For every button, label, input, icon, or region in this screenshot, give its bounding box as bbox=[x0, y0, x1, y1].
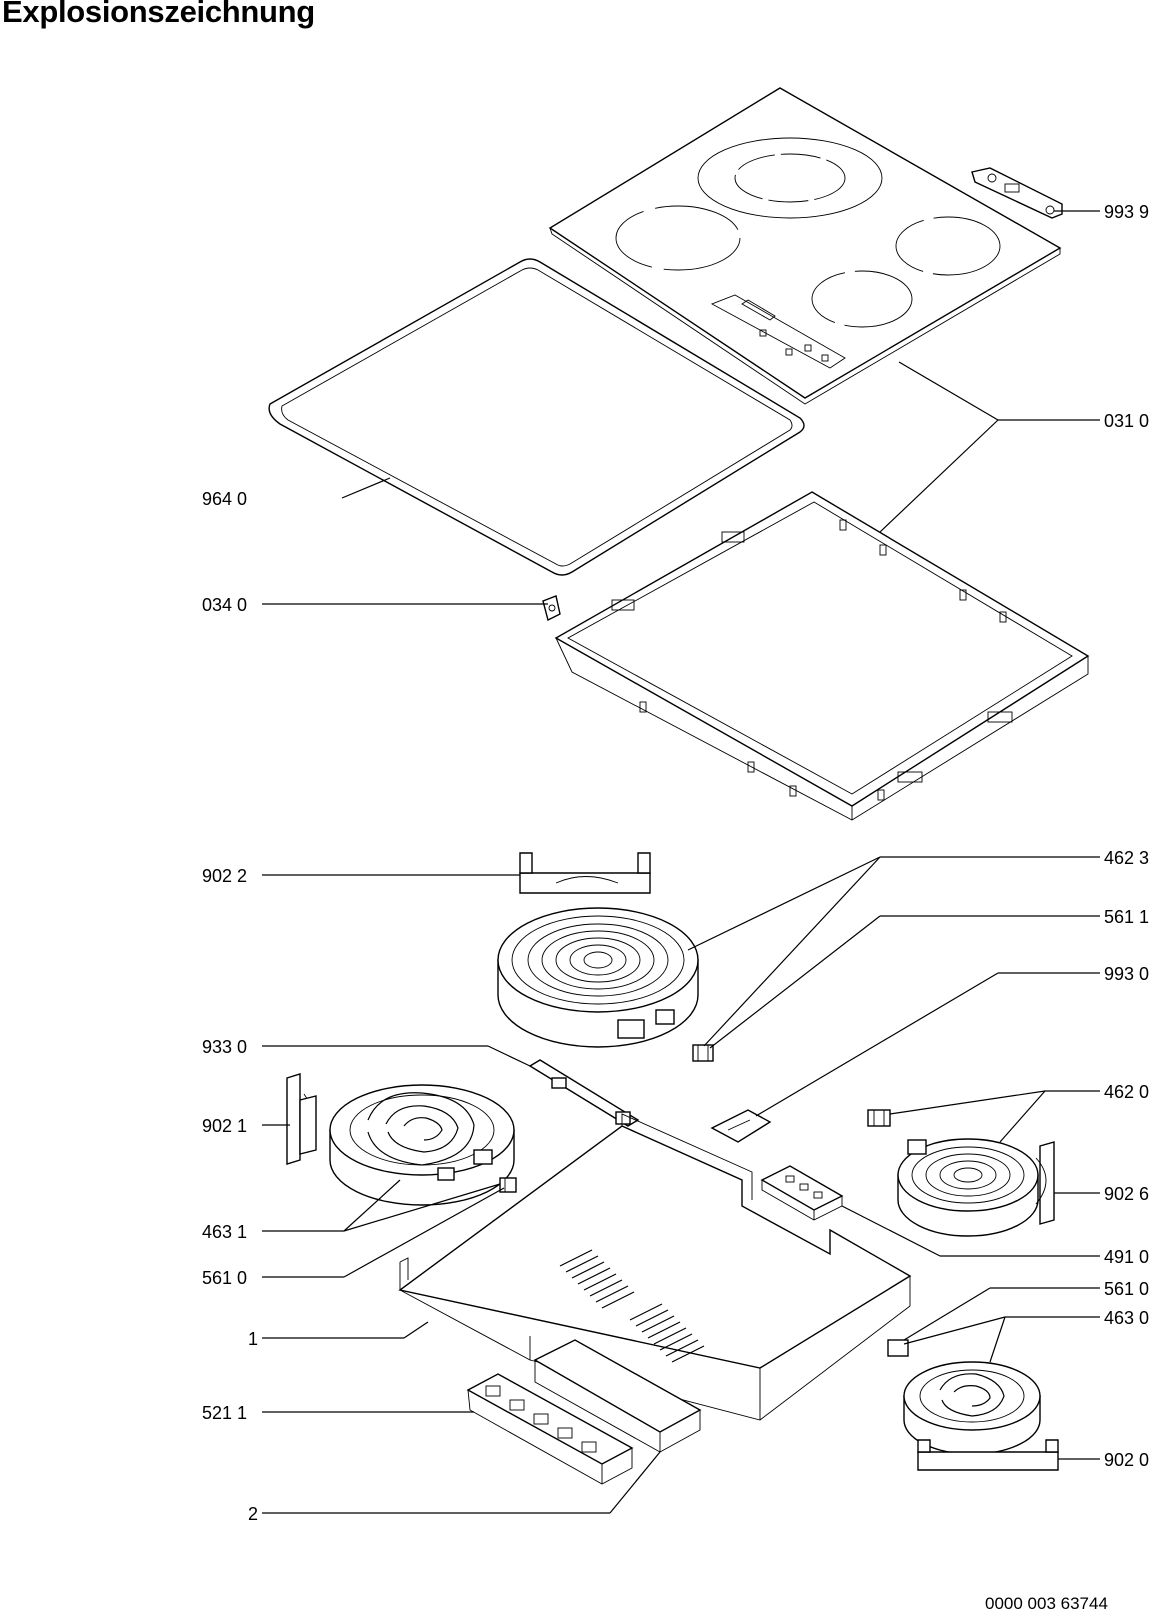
clip-034-0 bbox=[542, 595, 561, 622]
label-561-0-right: 561 0 bbox=[1104, 1279, 1149, 1299]
support-902-2 bbox=[519, 852, 651, 894]
label-521-1: 521 1 bbox=[202, 1403, 247, 1423]
label-993-0: 993 0 bbox=[1104, 964, 1149, 984]
part-labels: 993 9 031 0 964 0 034 0 902 2 462 3 561 … bbox=[202, 202, 1149, 1524]
thermostat-462-0 bbox=[867, 1109, 891, 1127]
heater-463-1 bbox=[329, 1084, 515, 1206]
vent-slots-b bbox=[629, 1303, 705, 1363]
bracket-993-0 bbox=[710, 1109, 772, 1143]
support-902-1 bbox=[286, 1073, 317, 1165]
leader-lines bbox=[262, 210, 1100, 1514]
label-561-1: 561 1 bbox=[1104, 907, 1149, 927]
terminal-block-491-0 bbox=[760, 1165, 844, 1221]
heater-462-3 bbox=[497, 907, 699, 1048]
page-title: Explosionszeichnung bbox=[2, 0, 315, 29]
sealing-frame bbox=[268, 258, 805, 576]
label-463-0: 463 0 bbox=[1104, 1308, 1149, 1328]
document-number: 0000 003 63744 bbox=[985, 1594, 1108, 1613]
heater-463-0 bbox=[887, 1339, 1041, 1455]
label-462-3: 462 3 bbox=[1104, 848, 1149, 868]
label-902-6: 902 6 bbox=[1104, 1184, 1149, 1204]
label-031-0: 031 0 bbox=[1104, 411, 1149, 431]
label-462-0: 462 0 bbox=[1104, 1082, 1149, 1102]
label-1: 1 bbox=[248, 1329, 258, 1349]
base-tray-1 bbox=[398, 1113, 912, 1421]
label-902-1: 902 1 bbox=[202, 1116, 247, 1136]
support-902-0 bbox=[917, 1439, 1059, 1471]
label-964-0: 964 0 bbox=[202, 489, 247, 509]
glass-ceramic-top bbox=[548, 87, 1062, 405]
connector-561-0-left bbox=[499, 1177, 517, 1193]
bracket-993-9 bbox=[971, 167, 1063, 219]
channel-2 bbox=[533, 1339, 702, 1453]
label-463-1: 463 1 bbox=[202, 1222, 247, 1242]
rod-933-0 bbox=[528, 1059, 640, 1127]
connector-561-1 bbox=[692, 1044, 714, 1062]
control-module-521-1 bbox=[466, 1373, 634, 1485]
heater-902-6 bbox=[897, 1138, 1055, 1237]
label-933-0: 933 0 bbox=[202, 1037, 247, 1057]
label-993-9: 993 9 bbox=[1104, 202, 1149, 222]
label-561-0-left: 561 0 bbox=[202, 1268, 247, 1288]
label-902-2: 902 2 bbox=[202, 866, 247, 886]
vent-slots-a bbox=[559, 1249, 635, 1309]
label-491-0: 491 0 bbox=[1104, 1247, 1149, 1267]
label-902-0: 902 0 bbox=[1104, 1450, 1149, 1470]
label-034-0: 034 0 bbox=[202, 595, 247, 615]
frame-tray bbox=[554, 491, 1090, 821]
label-2: 2 bbox=[248, 1504, 258, 1524]
